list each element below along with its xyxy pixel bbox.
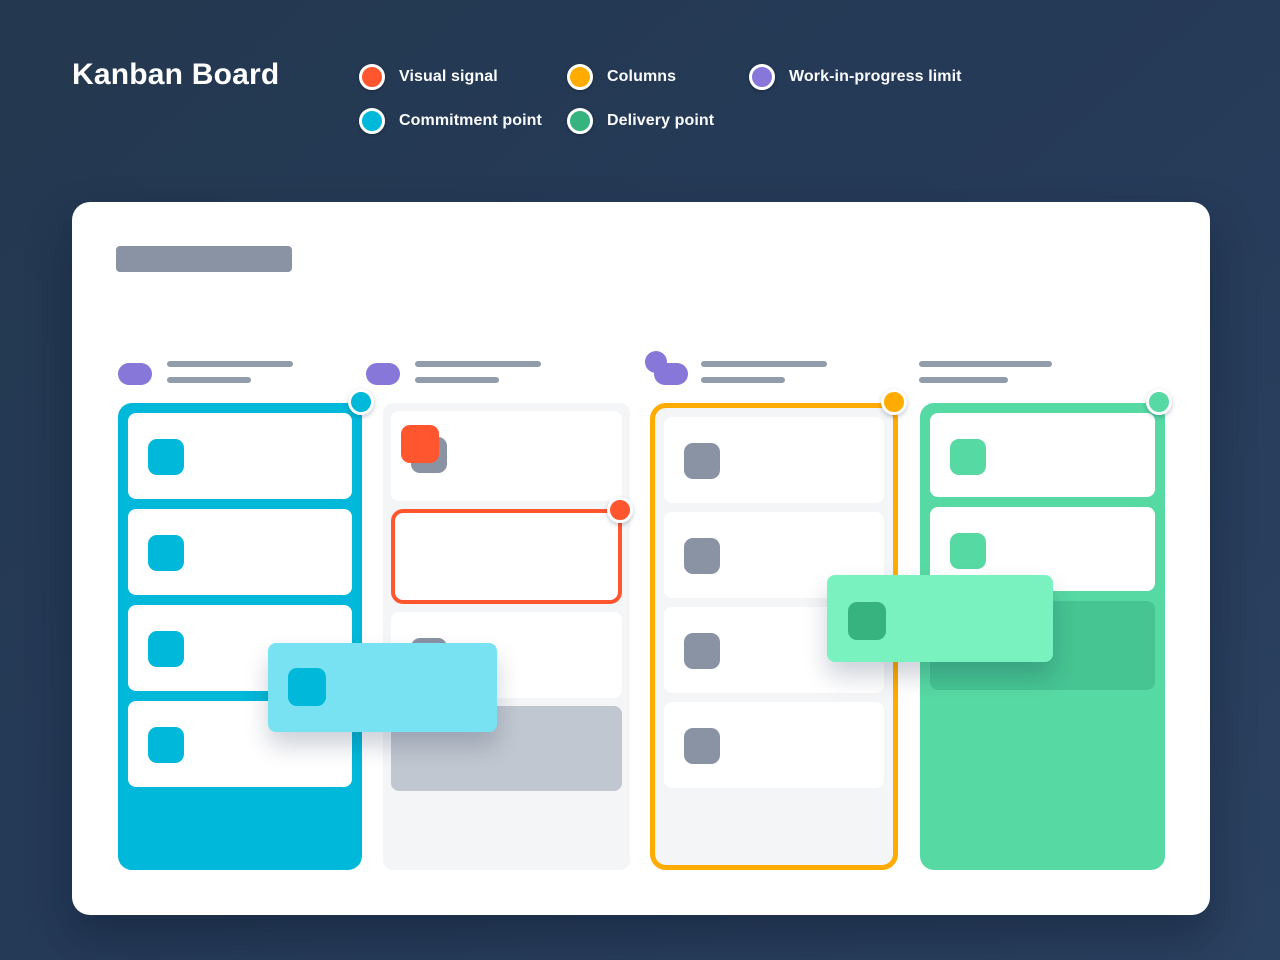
commitment-point-marker-icon [348,389,374,415]
kanban-card [128,509,352,595]
card-avatar-icon [148,439,184,475]
card-avatar-icon [148,727,184,763]
columns-dot-icon [567,64,593,90]
card-avatar-icon [684,538,720,574]
columns-marker-icon [881,389,907,415]
card-avatar-icon [401,425,439,463]
wip-pill-column-3 [654,363,688,385]
visual-signal-marker-icon [607,497,633,523]
card-avatar-icon [950,439,986,475]
column-4-subtitle-placeholder [919,377,1008,383]
card-avatar-icon [684,443,720,479]
visual-signal-card [391,425,622,604]
card-avatar-icon [950,533,986,569]
column-1-title-placeholder [167,361,293,367]
card-avatar-icon [148,631,184,667]
wip-limit-dot-icon [749,64,775,90]
legend-label: Columns [607,68,677,85]
legend-item-columns: Columns [567,64,676,90]
wip-pill-column-1 [118,363,152,385]
delivery-point-dot-icon [567,108,593,134]
kanban-board-card [72,202,1210,915]
column-3-title-placeholder [701,361,827,367]
kanban-card [664,702,884,788]
legend-item-commitment-point: Commitment point [359,108,542,134]
column-2-title-placeholder [415,361,541,367]
wip-pill-column-2 [366,363,400,385]
card-avatar-icon [288,668,326,706]
dragged-card-green [827,575,1053,662]
kanban-card [128,413,352,499]
column-4-title-placeholder [919,361,1052,367]
delivery-point-marker-icon [1146,389,1172,415]
board-title-placeholder [116,246,292,272]
legend-item-delivery-point: Delivery point [567,108,714,134]
legend-label: Visual signal [399,68,498,85]
kanban-column-1 [118,403,362,870]
card-avatar-icon [684,633,720,669]
kanban-card [930,413,1155,497]
page-title: Kanban Board [72,58,280,91]
card-avatar-icon [848,602,886,640]
column-1-subtitle-placeholder [167,377,251,383]
legend-item-wip-limit: Work-in-progress limit [749,64,962,90]
legend-label: Commitment point [399,112,542,129]
visual-signal-dot-icon [359,64,385,90]
legend-item-visual-signal: Visual signal [359,64,498,90]
card-avatar-icon [148,535,184,571]
dragged-card-cyan [268,643,497,732]
column-3-subtitle-placeholder [701,377,785,383]
column-2-subtitle-placeholder [415,377,499,383]
kanban-card [664,417,884,503]
card-avatar-icon [684,728,720,764]
kanban-column-2 [383,403,630,870]
legend-label: Work-in-progress limit [789,68,962,85]
commitment-point-dot-icon [359,108,385,134]
legend-label: Delivery point [607,112,715,129]
